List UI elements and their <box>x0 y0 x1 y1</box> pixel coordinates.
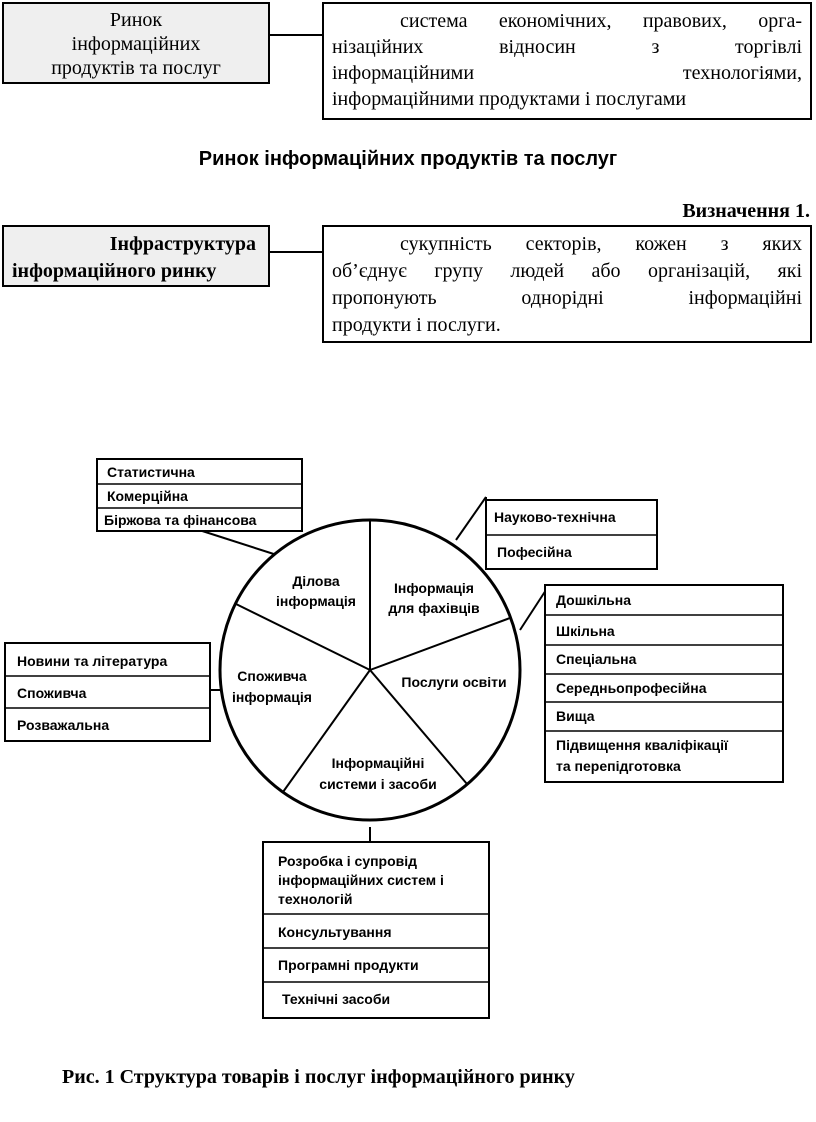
group-item: інформаційних систем і <box>278 872 444 888</box>
group-item: Програмні продукти <box>278 957 419 973</box>
group-item: технологій <box>278 891 353 907</box>
group-item: Спеціальна <box>556 651 637 667</box>
group-box <box>4 642 211 742</box>
definition-line: інформаційними технологіями, <box>332 62 802 84</box>
definition-line: пропонують однорідні інформаційні <box>332 287 802 309</box>
group-item: Науково-технічна <box>494 509 616 525</box>
group-business: Статистична Комерційна Біржова та фінанс… <box>96 458 303 532</box>
sector-label-specialists: Інформація <box>394 580 474 596</box>
connector-line <box>455 496 487 541</box>
group-item: Середньопрофесійна <box>556 680 707 696</box>
group-item: Вища <box>556 708 595 724</box>
term-line: інформаційних <box>71 33 201 55</box>
definition-line: інформаційними продуктами і послугами <box>332 88 687 110</box>
figure-caption: Рис. 1 Структура товарів і послуг інформ… <box>62 1066 575 1088</box>
group-item: Комерційна <box>107 488 188 504</box>
definition-line: об’єднує групу людей або організацій, як… <box>332 260 802 282</box>
group-item: Підвищення кваліфікації <box>556 737 729 753</box>
group-education: Дошкільна Шкільна Спеціальна Середньопро… <box>544 584 784 783</box>
group-item: Технічні засоби <box>282 991 390 1007</box>
definition-box-infrastructure: сукупність секторів, кожен з яких об’єдн… <box>322 225 812 343</box>
term-box-market: Ринок інформаційних продуктів та послуг <box>2 2 270 84</box>
term-line: продуктів та послуг <box>51 57 221 79</box>
definition-line: система економічних, правових, орга- <box>400 10 802 32</box>
group-item: Статистична <box>107 464 195 480</box>
definition-box-market: система економічних, правових, орга- ніз… <box>322 2 812 120</box>
group-item: Біржова та фінансова <box>104 512 257 528</box>
term-line: Ринок <box>109 9 163 31</box>
group-item: Дошкільна <box>556 592 631 608</box>
sector-label-systems: системи і засоби <box>319 776 436 792</box>
sector-label-education: Послуги освіти <box>401 674 506 690</box>
sector-label-systems: Інформаційні <box>332 755 425 771</box>
group-item: Розробка і супровід <box>278 853 417 869</box>
group-box <box>96 458 303 532</box>
sector-label-consumer: Споживча <box>237 668 307 684</box>
group-item: Пофесійна <box>497 544 572 560</box>
group-box <box>262 841 490 1019</box>
sector-label-consumer: інформація <box>232 689 312 705</box>
term-line: Інфраструктура <box>109 233 256 255</box>
group-item: Споживча <box>17 685 87 701</box>
section-title: Ринок інформаційних продуктів та послуг <box>198 148 618 170</box>
definition-line: нізаційних відносин з торгівлі <box>332 36 802 58</box>
definition-line: сукупність секторів, кожен з яких <box>400 233 802 255</box>
term-box-infrastructure: Інфраструктура інформаційного ринку <box>2 225 270 287</box>
group-box <box>544 584 784 783</box>
definition-line: продукти і послуги. <box>332 314 501 336</box>
group-item: Новини та література <box>17 653 167 669</box>
definition-label: Визначення 1. <box>682 200 810 222</box>
term-line: інформаційного ринку <box>12 260 217 282</box>
sector-label-business: Ділова <box>292 573 340 589</box>
group-item: Шкільна <box>556 623 615 639</box>
connector-line <box>195 528 281 557</box>
sector-divider <box>369 617 511 671</box>
sector-divider <box>369 669 468 785</box>
group-item: Консультування <box>278 924 392 940</box>
group-consumer: Новини та література Споживча Розважальн… <box>4 642 211 742</box>
sector-label-specialists: для фахівців <box>388 600 480 616</box>
group-specialists: Науково-технічна Пофесійна <box>485 499 658 570</box>
connector-line <box>519 589 547 631</box>
sector-divider <box>235 603 371 671</box>
group-item: та перепідготовка <box>556 758 681 774</box>
sector-label-business: інформація <box>276 593 356 609</box>
connector-line <box>270 251 322 253</box>
group-item: Розважальна <box>17 717 109 733</box>
connector-line <box>270 34 322 36</box>
sector-divider <box>282 669 371 793</box>
group-systems: Розробка і супровід інформаційних систем… <box>262 841 490 1019</box>
